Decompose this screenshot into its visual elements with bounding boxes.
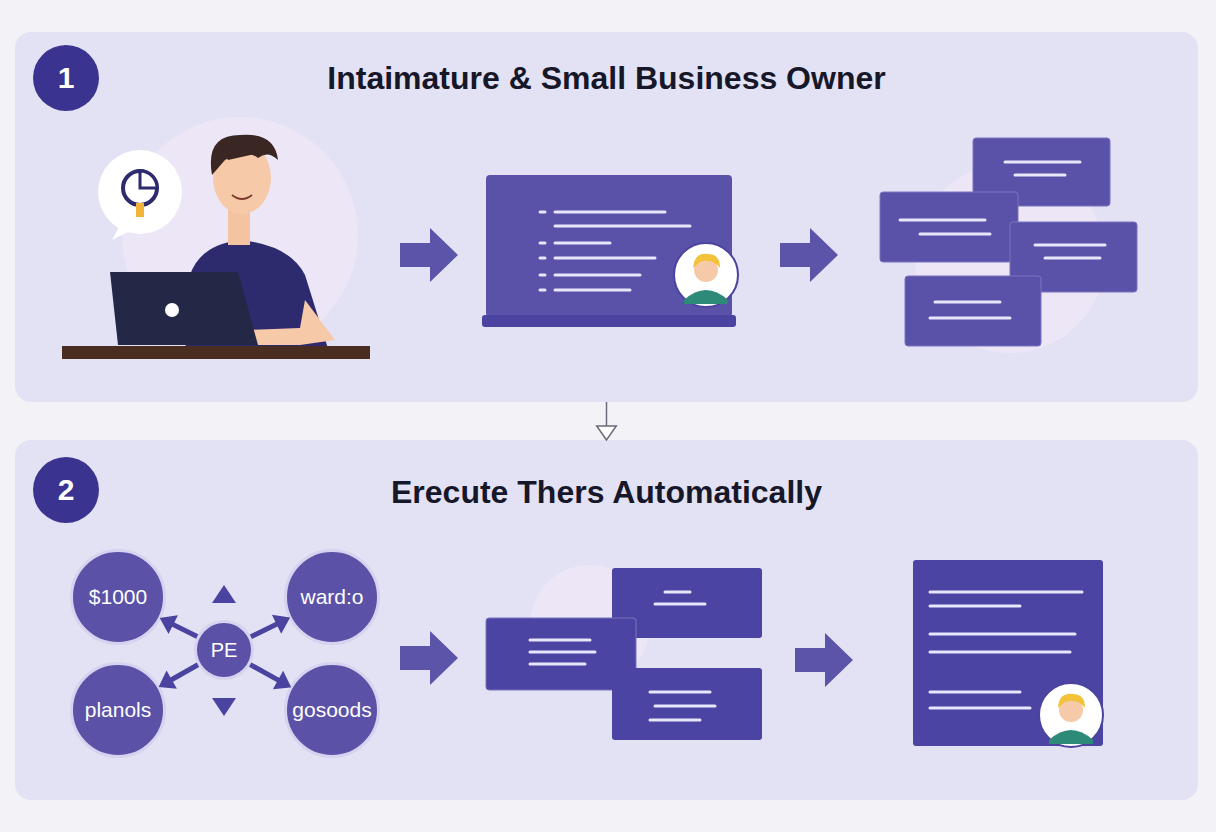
section-band: Erecute Thers Automatically2 $1000 ward:oP… [15,440,1198,800]
node-label: PE [211,639,238,662]
section-title: Intaimature & Small Business Owner [15,60,1198,97]
input-circle: planols [70,662,166,758]
arrow-head [597,426,617,440]
section-band: Intaimature & Small Business Owner1 [15,32,1198,402]
node-label: planols [85,698,152,722]
step-number-text: 1 [58,61,75,95]
connector-line [606,402,608,429]
step-number: 1 [33,45,99,111]
section-title: Erecute Thers Automatically [15,474,1198,511]
input-circle: $1000 [70,549,166,645]
node-label: $1000 [89,585,147,609]
node-label: gosoods [292,698,371,722]
step-number: 2 [33,457,99,523]
node-label: ward:o [300,585,363,609]
hub-circle: PE [194,620,254,680]
step-number-text: 2 [58,473,75,507]
input-circle: ward:o [284,549,380,645]
flow-connector [597,402,617,440]
input-circle: gosoods [284,662,380,758]
